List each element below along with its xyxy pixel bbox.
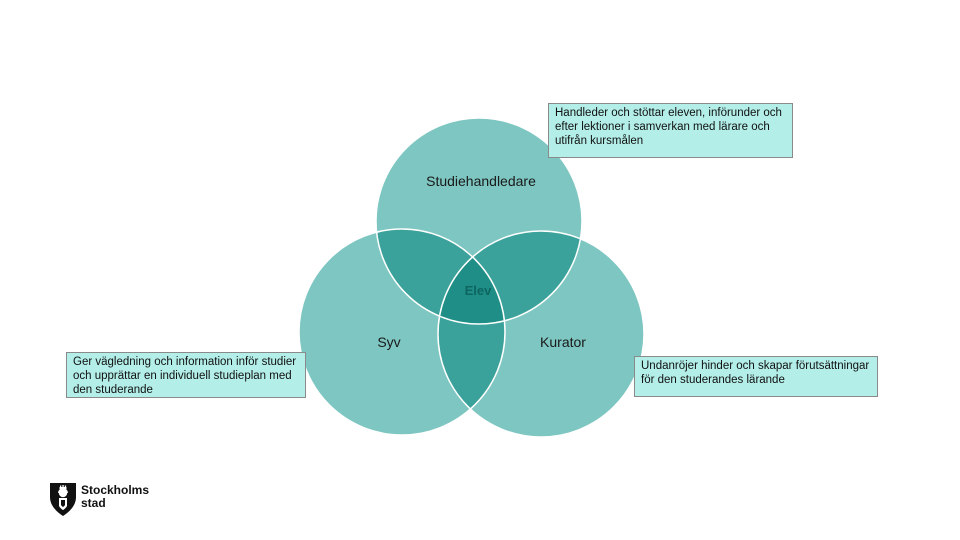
note-studiehandledare: Handleder och stöttar eleven, införunder… [548, 103, 793, 158]
note-kurator: Undanröjer hinder och skapar förutsättni… [634, 356, 878, 397]
stockholms-stad-logo: Stockholms stad [49, 481, 149, 517]
label-kurator: Kurator [540, 334, 586, 350]
logo-text-line2: stad [81, 496, 106, 510]
outline-kurator [437, 230, 645, 438]
label-syv: Syv [377, 334, 400, 350]
outline-syv [298, 228, 506, 436]
stockholm-crest-icon [50, 483, 76, 516]
outline-studiehandledare [375, 117, 583, 325]
label-center-elev: Elev [465, 283, 493, 298]
logo-text: Stockholms stad [81, 484, 149, 510]
overlap-center [438, 231, 505, 324]
note-syv: Ger vägledning och information inför stu… [66, 352, 306, 398]
label-studiehandledare: Studiehandledare [426, 173, 536, 189]
logo-text-line1: Stockholms [81, 483, 150, 497]
